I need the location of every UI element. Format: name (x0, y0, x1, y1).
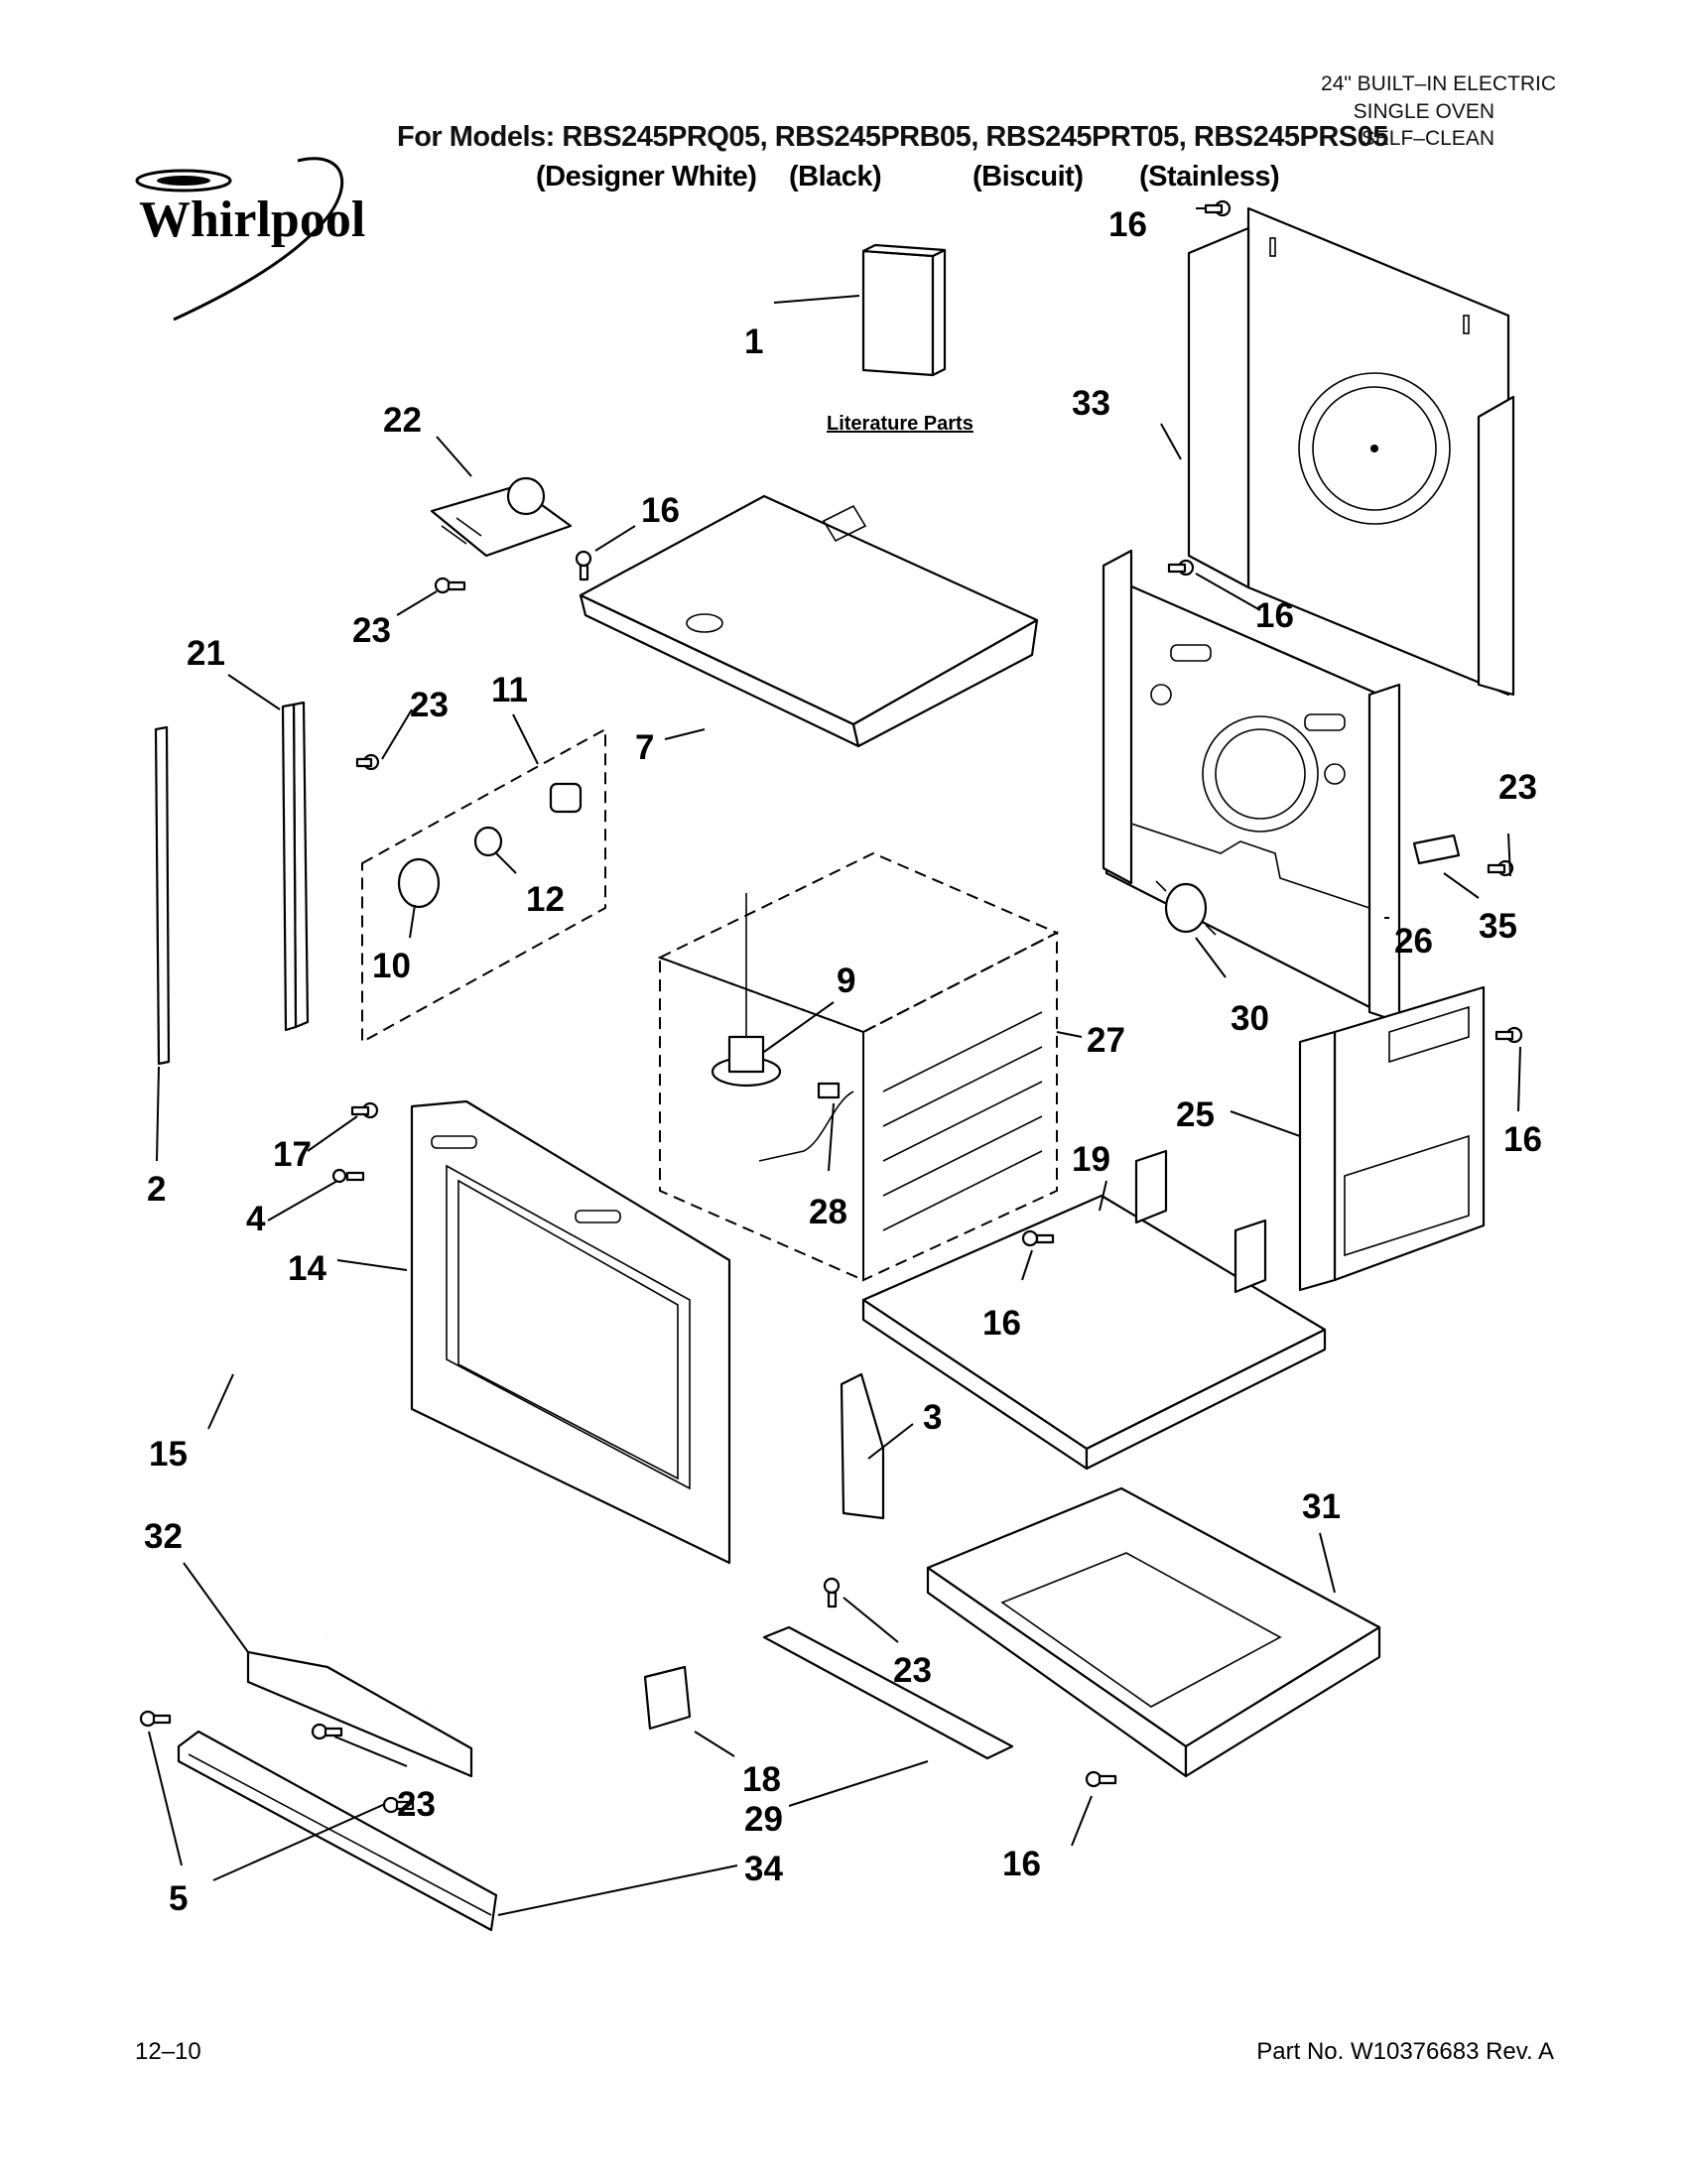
callout-16-top-panel: 16 (641, 491, 680, 530)
product-line-3: SELF–CLEAN (1361, 127, 1494, 150)
callout-16-shelf: 16 (982, 1304, 1021, 1343)
callout-12: 12 (526, 880, 565, 919)
callout-33: 33 (1072, 384, 1110, 423)
callout-18: 18 (742, 1760, 781, 1799)
callout-23-switch: 23 (352, 611, 391, 650)
footer-date: 12–10 (135, 2038, 201, 2065)
part-thermostat (1155, 880, 1217, 936)
part-bottom-tray (926, 1486, 1381, 1778)
screw-parts (139, 199, 1523, 1814)
part-sensor (758, 1082, 854, 1162)
callout-34: 34 (744, 1850, 783, 1888)
part-hinge-bracket (840, 1372, 885, 1520)
part-door-frame (410, 1099, 731, 1565)
callout-26: 26 (1394, 922, 1433, 961)
callout-23-baffle: 23 (397, 1785, 436, 1824)
callout-32: 32 (144, 1517, 183, 1556)
part-literature (861, 243, 947, 377)
callout-31: 31 (1302, 1487, 1341, 1526)
callout-25: 25 (1176, 1095, 1215, 1134)
callout-1: 1 (744, 322, 763, 361)
callout-28: 28 (809, 1193, 847, 1231)
part-bracket-35 (1412, 834, 1461, 865)
callout-21: 21 (187, 634, 225, 673)
part-switch-assembly (430, 476, 573, 558)
callout-23-rail: 23 (410, 686, 449, 724)
literature-parts-label: Literature Parts (827, 413, 974, 435)
callout-30: 30 (1231, 999, 1269, 1038)
part-clip (643, 1665, 692, 1731)
callout-16-top-right: 16 (1108, 205, 1147, 244)
color-stainless: (Stainless) (1139, 161, 1280, 193)
part-bottom-shelf (861, 1149, 1327, 1471)
callout-labels: 1 2 3 4 5 7 9 10 11 12 14 15 16 16 16 16… (144, 205, 1542, 1918)
callout-7: 7 (635, 728, 654, 767)
callout-27: 27 (1087, 1021, 1125, 1060)
callout-19: 19 (1072, 1140, 1110, 1179)
callout-35: 35 (1479, 907, 1517, 946)
color-biscuit: (Biscuit) (973, 161, 1084, 193)
callout-11: 11 (491, 671, 528, 709)
part-side-rail (281, 701, 310, 1032)
part-trim-strip (177, 1730, 498, 1932)
part-fan-motor (711, 893, 782, 1088)
product-line-2: SINGLE OVEN (1353, 100, 1494, 123)
footer-part-number: Part No. W10376683 Rev. A (1256, 2038, 1554, 2065)
callout-17: 17 (273, 1135, 312, 1174)
part-vent-trim (762, 1625, 1014, 1760)
callout-10: 10 (372, 947, 411, 985)
callout-16-rear: 16 (1255, 596, 1294, 635)
color-designer-white: (Designer White) (536, 161, 757, 193)
callout-2: 2 (147, 1170, 166, 1209)
part-inner-rear-panel (1102, 549, 1401, 1024)
callout-16-side: 16 (1503, 1120, 1542, 1159)
color-black: (Black) (789, 161, 882, 193)
part-rear-panel (1187, 206, 1515, 697)
callout-5: 5 (169, 1879, 188, 1918)
part-door-gasket (235, 1334, 504, 1740)
callout-3: 3 (923, 1398, 942, 1437)
callout-16-tray: 16 (1002, 1845, 1041, 1883)
brand-logo: Whirlpool (135, 157, 365, 321)
callout-14: 14 (288, 1249, 326, 1288)
part-oven-cavity (657, 851, 1060, 1282)
part-side-panel (1298, 985, 1486, 1292)
callout-23-bracket: 23 (1498, 768, 1537, 807)
part-top-panel (579, 494, 1039, 748)
callout-22: 22 (383, 401, 422, 440)
control-knob-group (361, 727, 606, 1044)
leader-lines (148, 207, 1521, 1916)
callout-4: 4 (246, 1200, 266, 1238)
brand-wordmark: Whirlpool (139, 192, 365, 248)
part-baffle (246, 1650, 473, 1778)
models-heading: For Models: RBS245PRQ05, RBS245PRB05, RB… (397, 121, 1388, 153)
part-door-strip (154, 725, 171, 1066)
callout-15: 15 (149, 1435, 188, 1474)
product-line-1: 24" BUILT–IN ELECTRIC (1321, 72, 1556, 95)
callout-23-hinge: 23 (893, 1651, 932, 1690)
callout-29: 29 (744, 1800, 783, 1839)
callout-9: 9 (837, 962, 855, 1000)
